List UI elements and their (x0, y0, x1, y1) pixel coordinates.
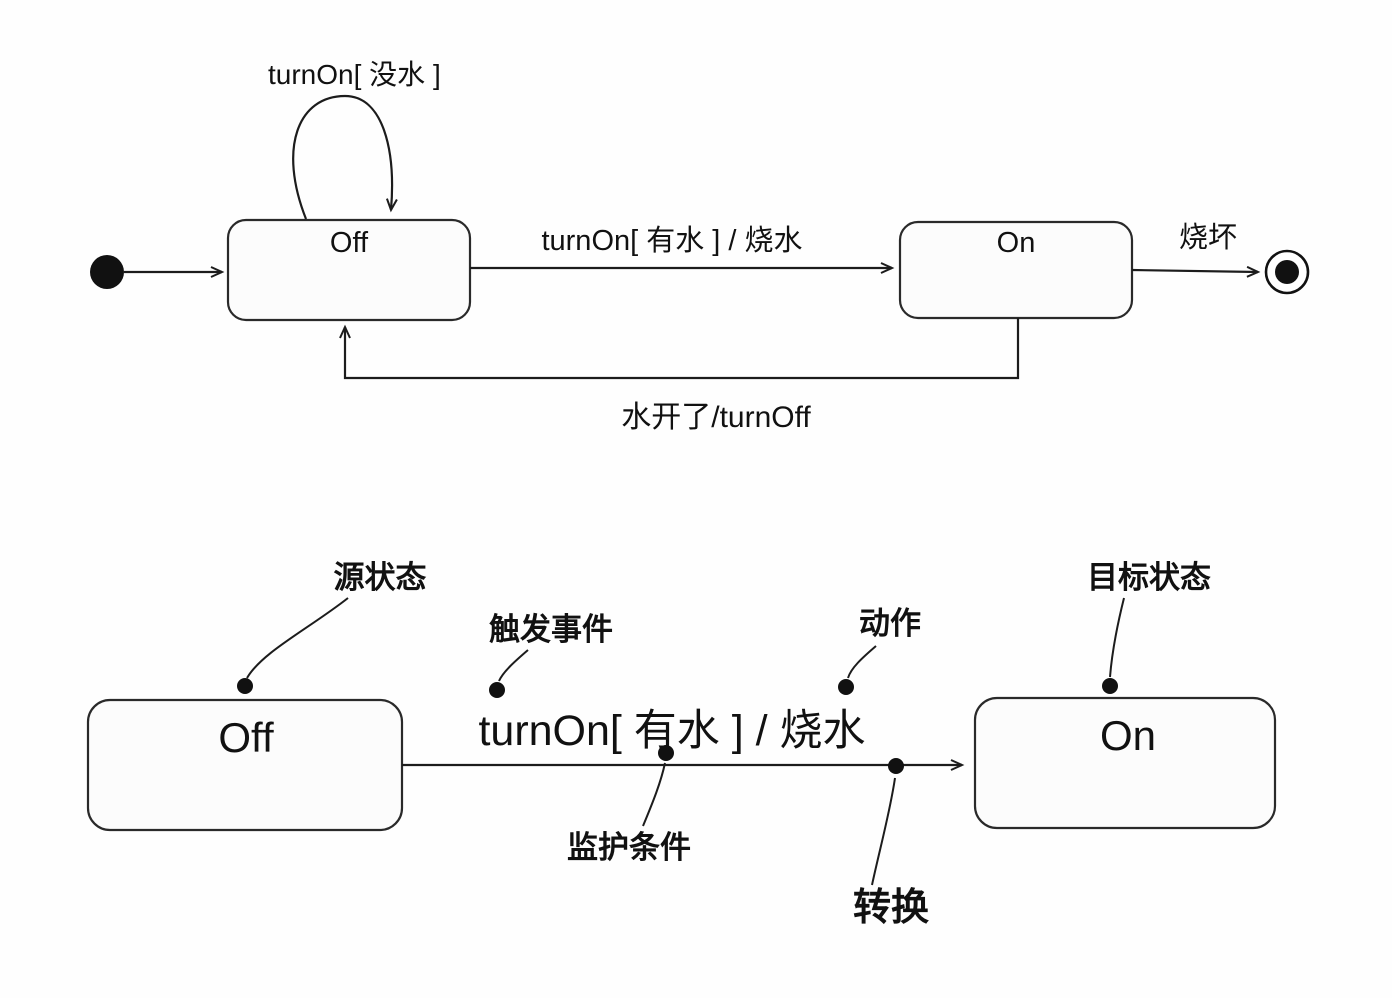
dot-target-state (1102, 678, 1118, 694)
dot-guard-condition (658, 745, 674, 761)
off-state-label-bottom: Off (218, 714, 274, 761)
off-state-box (226, 218, 472, 322)
off-self-loop-edge (292, 94, 398, 220)
leader-guard-condition (642, 762, 666, 827)
on-to-off-edge (339, 318, 1020, 380)
on-state-label-bottom: On (1100, 712, 1156, 759)
leader-transition (871, 777, 896, 886)
on-state-label: On (997, 227, 1036, 259)
leader-trigger-event (498, 649, 529, 682)
leader-target-state (1109, 597, 1125, 678)
annotation-target-state: 目标状态 (1087, 560, 1211, 595)
transition-label-bottom: turnOn[ 有水 ] / 烧水 (478, 707, 865, 755)
annotation-action: 动作 (859, 606, 921, 641)
leader-source-state (246, 597, 349, 679)
annotation-transition: 转换 (853, 887, 929, 929)
on-to-final-edge (1131, 265, 1261, 278)
on-to-off-label: 水开了/turnOff (621, 401, 811, 434)
annotated-transition-diagram: Off On turnOn[ 有水 ] / 烧水 源状态 触发事件 动作 目标状… (86, 560, 1277, 929)
off-state-label: Off (330, 227, 369, 259)
annotation-trigger-event: 触发事件 (489, 612, 613, 647)
top-statechart: Off turnOn[ 没水 ] turnOn[ 有水 ] / 烧水 On 烧坏… (90, 59, 1310, 434)
dot-source-state (237, 678, 253, 694)
initial-state-icon (90, 255, 124, 289)
off-to-on-label: turnOn[ 有水 ] / 烧水 (541, 224, 802, 257)
dot-transition (888, 758, 904, 774)
annotation-source-state: 源状态 (334, 560, 427, 595)
leader-action (847, 645, 877, 679)
final-state-inner-icon (1275, 260, 1299, 284)
annotation-guard-condition: 监护条件 (567, 830, 691, 865)
self-loop-label: turnOn[ 没水 ] (268, 59, 441, 90)
on-to-final-label: 烧坏 (1179, 221, 1237, 254)
dot-action (838, 679, 854, 695)
on-state-box-bottom (973, 696, 1277, 830)
dot-trigger-event (489, 682, 505, 698)
